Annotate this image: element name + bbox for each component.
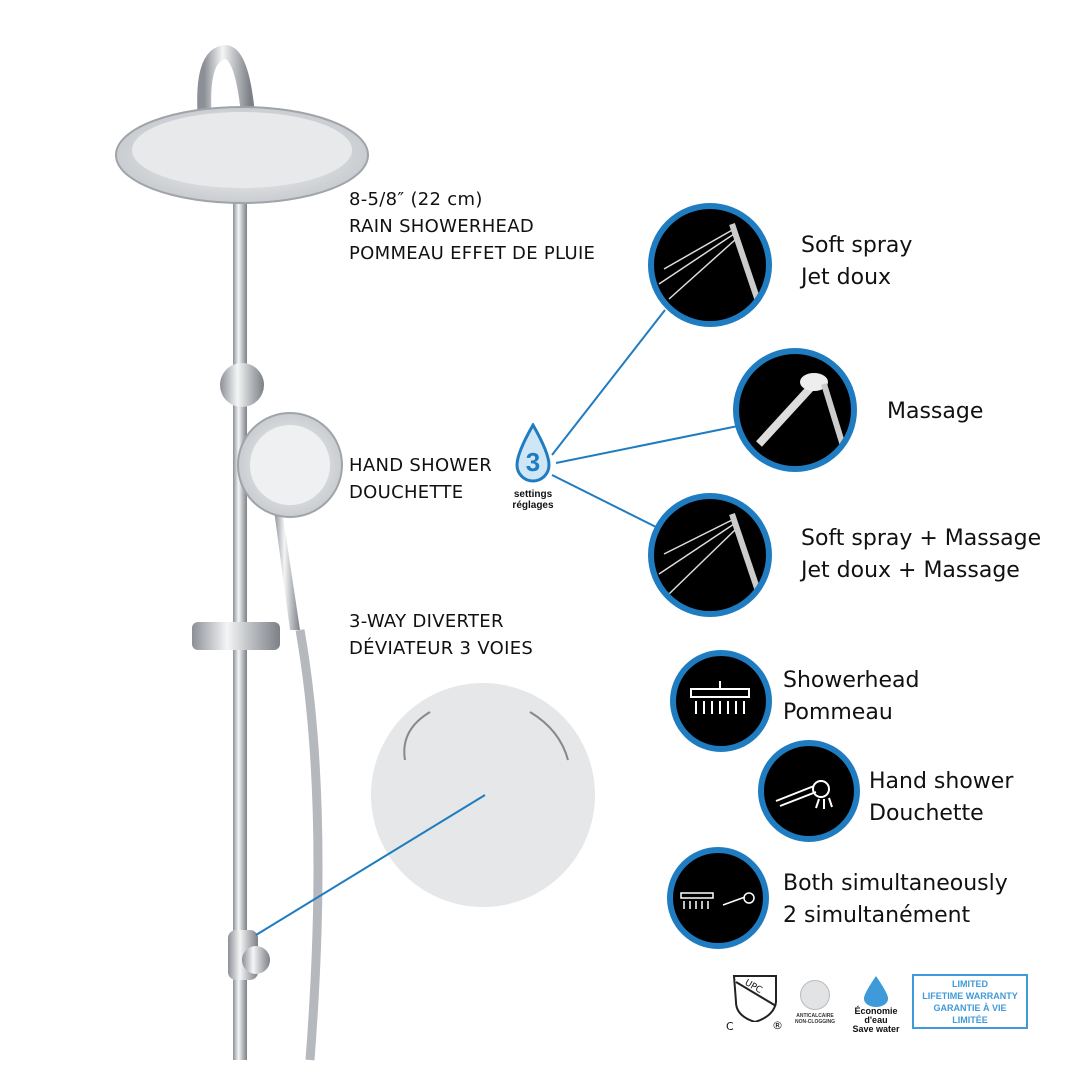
- label-line: Pommeau: [783, 700, 893, 725]
- badge-line: LIMITED: [952, 979, 988, 989]
- diverter-label: 3-WAY DIVERTER DÉVIATEUR 3 VOIES: [349, 608, 533, 662]
- upc-registered: ®: [772, 1019, 783, 1032]
- hand-shower-label: HAND SHOWER DOUCHETTE: [349, 452, 492, 506]
- settings-count: 3: [525, 447, 541, 477]
- label-line: Hand shower: [869, 769, 1014, 794]
- both-modes-icon: [667, 847, 769, 949]
- label-line: 3-WAY DIVERTER: [349, 611, 504, 632]
- massage-label: Massage: [887, 396, 983, 428]
- shield-icon: [732, 975, 777, 1022]
- badge-line: GARANTIE À VIE: [933, 1003, 1007, 1013]
- settings-label: settings: [513, 489, 553, 500]
- badge-line: LIMITÉE: [952, 1015, 988, 1025]
- label-line: Jet doux: [801, 265, 892, 290]
- rain-showerhead-label: 8-5/8″ (22 cm) RAIN SHOWERHEAD POMMEAU E…: [349, 186, 595, 267]
- upc-c: C: [726, 1020, 734, 1033]
- label-line: Showerhead: [783, 668, 920, 693]
- warranty-badge: LIMITED LIFETIME WARRANTY GARANTIE À VIE…: [912, 974, 1028, 1029]
- diverter-dial: [371, 683, 595, 907]
- slide-rod: [233, 150, 247, 1060]
- badge-line: ANTICALCAIRE: [796, 1013, 834, 1019]
- label-line: Soft spray: [801, 233, 913, 258]
- label-line: 2 simultanément: [783, 903, 971, 928]
- anticalcaire-badge: ANTICALCAIRE NON-CLOGGING: [790, 980, 840, 1025]
- water-drop-icon: [515, 421, 551, 483]
- anti-clog-nozzle-icon: [800, 980, 830, 1010]
- label-line: RAIN SHOWERHEAD: [349, 216, 534, 237]
- save-water-badge: Économie d'eau Save water: [848, 975, 904, 1034]
- settings-label-fr: réglages: [512, 500, 554, 511]
- badge-line: Save water: [852, 1024, 900, 1034]
- label-line: 8-5/8″ (22 cm): [349, 189, 483, 210]
- badge-line: d'eau: [864, 1015, 888, 1025]
- label-line: DOUCHETTE: [349, 482, 464, 503]
- badge-line: NON-CLOGGING: [795, 1019, 835, 1025]
- label-line: Douchette: [869, 801, 984, 826]
- label-line: Jet doux + Massage: [801, 558, 1020, 583]
- badge-line: LIFETIME WARRANTY: [922, 991, 1018, 1001]
- upc-certification-badge: UPC C ®: [726, 972, 783, 1033]
- smiling-drop-icon: [863, 976, 889, 1007]
- soft-spray-image: [648, 203, 772, 327]
- label-line: POMMEAU EFFET DE PLUIE: [349, 243, 596, 264]
- label-line: Massage: [887, 399, 984, 424]
- showerhead-mode-icon: [670, 650, 772, 752]
- both-modes-label: Both simultaneously 2 simultanément: [783, 868, 1008, 932]
- massage-image: [733, 348, 857, 472]
- label-line: Both simultaneously: [783, 871, 1008, 896]
- settings-drop-badge: 3 settings réglages: [508, 421, 558, 511]
- soft-spray-massage-image: [648, 493, 772, 617]
- label-line: DÉVIATEUR 3 VOIES: [349, 638, 534, 659]
- label-line: HAND SHOWER: [349, 455, 493, 476]
- hand-shower-mode-icon: [758, 740, 860, 842]
- label-line: Soft spray + Massage: [801, 526, 1042, 551]
- badge-line: Économie: [854, 1006, 898, 1016]
